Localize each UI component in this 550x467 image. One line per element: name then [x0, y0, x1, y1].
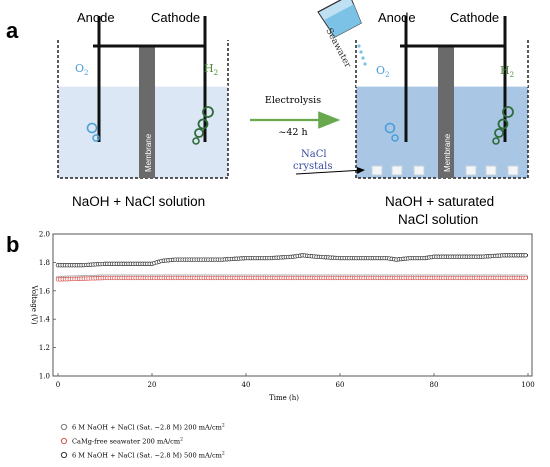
arrow-label-1: Electrolysis [265, 95, 321, 106]
data-point [523, 275, 528, 281]
y-tick-label: 2.0 [39, 231, 50, 239]
y-tick-label: 1.2 [39, 344, 50, 352]
x-tick-label: 100 [521, 381, 534, 389]
right-membrane [438, 46, 454, 178]
y-axis-label: Voltage (V) [30, 284, 38, 324]
data-point [523, 253, 528, 258]
x-tick-label: 20 [148, 381, 157, 389]
y-tick-label: 1.4 [39, 316, 51, 324]
series-group [55, 253, 528, 282]
h2-bubble [194, 128, 204, 138]
right-solution-label-1: NaOH + saturated [385, 194, 494, 209]
series-2 [55, 275, 528, 282]
nacl-pointer [295, 166, 365, 175]
o2-bubble [391, 134, 399, 142]
x-tick-label: 0 [56, 381, 60, 389]
arrow-label-2: ~42 h [278, 127, 307, 138]
electrolysis-arrow: Electrolysis ~42 h [250, 95, 341, 138]
nacl-label-1: NaCl [301, 149, 327, 160]
plot-frame [52, 233, 533, 377]
right-electrolysis-cell: Membrane Anode Cathode O2 H2 Seawater [293, 0, 529, 227]
panel-b-label: b [6, 232, 19, 257]
h2-bubble [197, 118, 209, 130]
right-h2-label: H2 [500, 64, 514, 79]
legend-text-1: 6 M NaOH + NaCl (Sat. ~2.8 M) 200 mA/cm2 [72, 423, 225, 432]
chart-legend: 6 M NaOH + NaCl (Sat. ~2.8 M) 200 mA/cm2… [60, 423, 225, 460]
nacl-crystal [507, 165, 519, 176]
y-tick-label: 1.8 [39, 259, 50, 267]
series-3 [55, 253, 528, 268]
o2-bubble [384, 122, 396, 134]
legend-text-3: 6 M NaOH + NaCl (Sat. ~2.8 M) 500 mA/cm2 [72, 451, 225, 460]
left-solution-label: NaOH + NaCl solution [72, 194, 205, 209]
right-solution-label-2: NaCl solution [398, 212, 478, 227]
right-anode-label: Anode [378, 10, 416, 25]
left-membrane [139, 46, 155, 178]
left-anode-label: Anode [77, 10, 115, 25]
legend-marker-3 [60, 451, 68, 459]
legend-text-2: CaMg-free seawater 200 mA/cm2 [72, 437, 183, 446]
o2-bubble [92, 134, 100, 142]
x-tick-label: 80 [430, 381, 439, 389]
water-drop [357, 44, 361, 48]
left-membrane-label: Membrane [144, 133, 153, 172]
x-tick-label: 40 [242, 381, 251, 389]
nacl-crystal [413, 165, 425, 176]
water-drop [363, 62, 367, 66]
right-membrane-label: Membrane [443, 133, 452, 172]
legend-marker-1 [60, 423, 68, 431]
legend-marker-2 [60, 437, 68, 445]
y-tick-label: 1.0 [39, 373, 50, 381]
nacl-crystal [371, 165, 383, 176]
h2-bubble [192, 137, 200, 145]
h2-bubble [494, 128, 504, 138]
h2-bubble [492, 137, 500, 145]
left-h2-label: H2 [204, 62, 218, 77]
panel-a-label: a [6, 18, 19, 43]
left-cathode-label: Cathode [151, 10, 200, 25]
o2-bubble [86, 122, 98, 134]
axis-ticks: 0 20 40 60 80 100 1.0 1.2 1.4 1.6 1.8 2.0 [39, 231, 535, 390]
x-axis-label: Time (h) [269, 394, 299, 402]
nacl-crystal [391, 165, 403, 176]
right-o2-label: O2 [376, 64, 390, 79]
water-drop [361, 56, 365, 60]
nacl-label-2: crystals [293, 161, 332, 172]
x-tick-label: 60 [336, 381, 345, 389]
y-tick-label: 1.6 [39, 287, 51, 295]
seawater-beaker [317, 0, 362, 38]
water-drop [359, 50, 363, 54]
nacl-crystal [465, 165, 477, 176]
left-o2-label: O2 [75, 62, 89, 77]
h2-bubble [497, 118, 509, 130]
right-cathode-label: Cathode [450, 10, 499, 25]
h2-bubble [502, 106, 514, 118]
left-electrolysis-cell: Membrane Anode Cathode O2 H2 NaOH + NaCl… [57, 10, 229, 209]
h2-bubble [202, 106, 214, 118]
nacl-crystal [485, 165, 497, 176]
